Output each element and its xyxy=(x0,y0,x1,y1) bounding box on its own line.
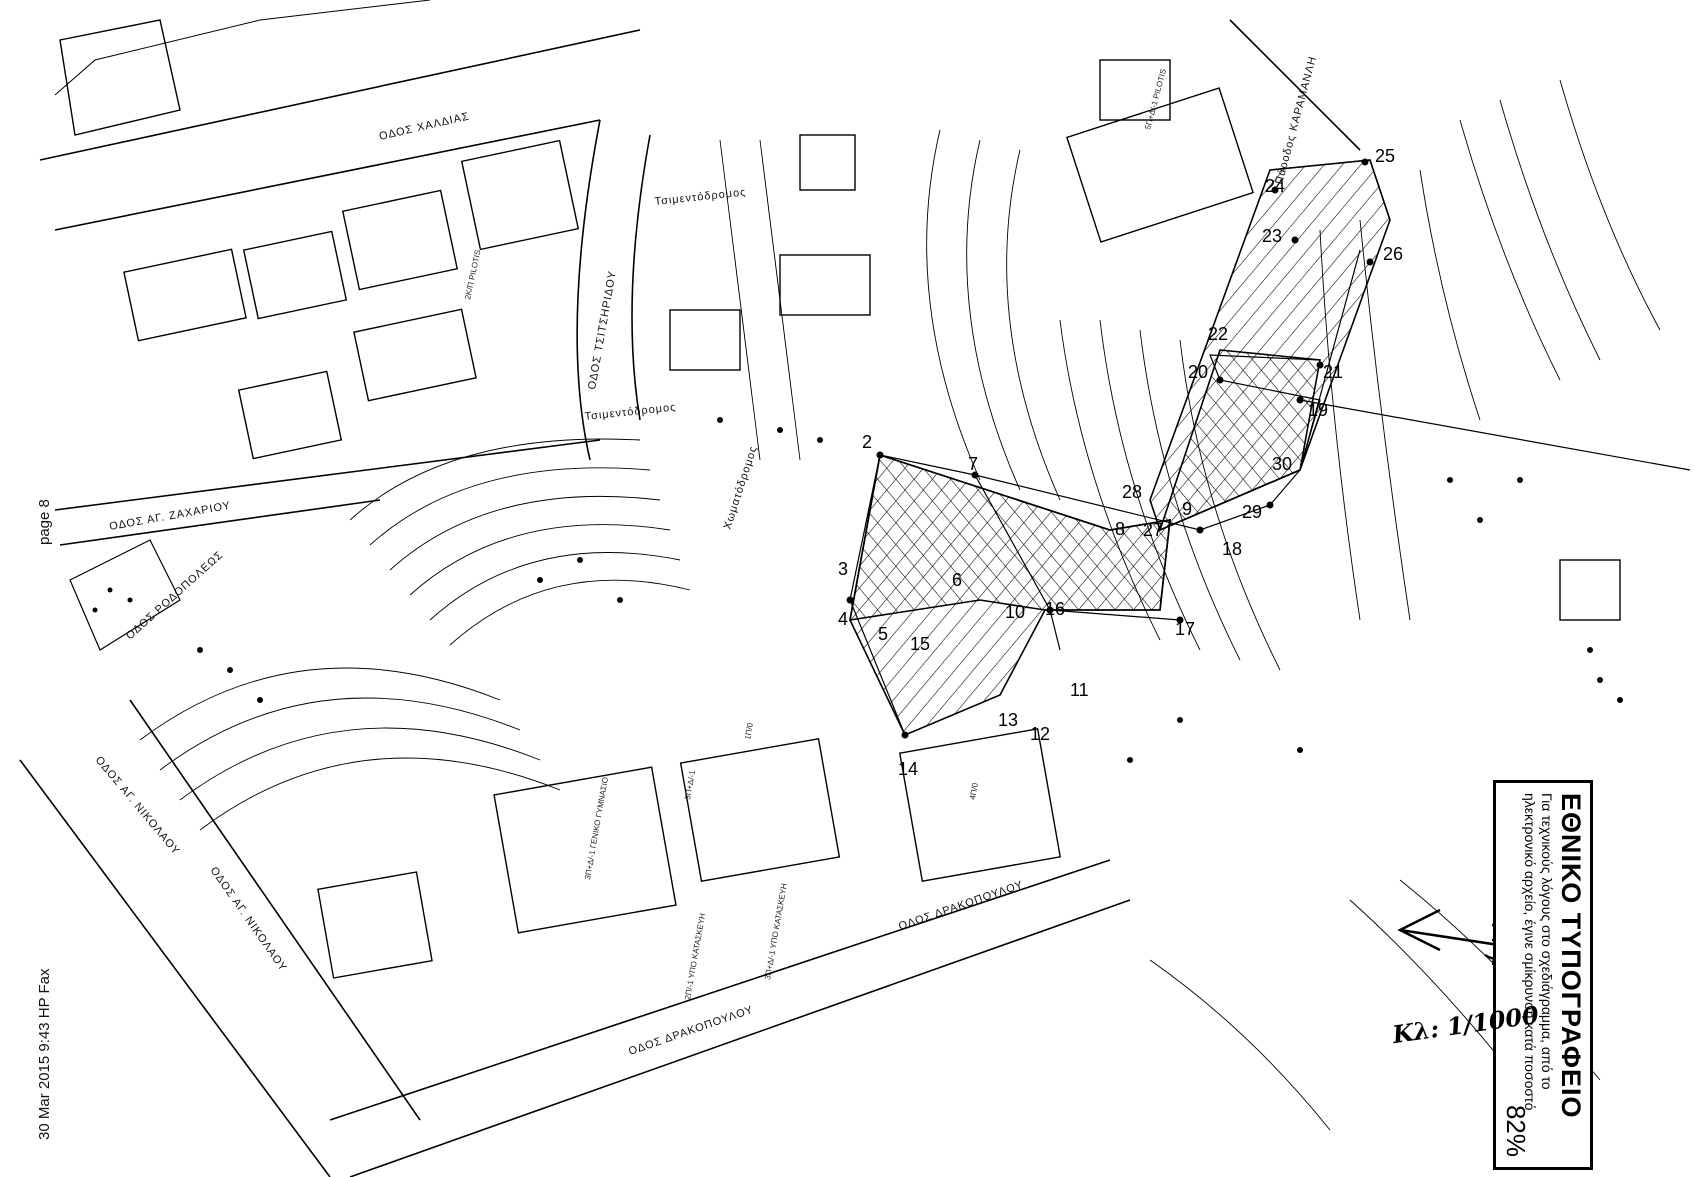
survey-point-markers xyxy=(846,158,1374,739)
building-label: 2Π/-1 ΥΠΟ ΚΑΤΑΣΚΕΥΗ xyxy=(683,912,707,1000)
building-label: 2Κ/Π PILOTIS xyxy=(463,249,482,300)
street-label-drakopoulou-2: ΟΔΟΣ ΔΡΑΚΟΠΟΥΛΟΥ xyxy=(627,1004,755,1058)
street-edge-drakopoulou-south xyxy=(349,899,1131,1177)
survey-point-8: 8 xyxy=(1115,519,1125,539)
survey-point-21: 21 xyxy=(1323,362,1343,382)
building-label: 3Π+Δ/-1 xyxy=(683,769,697,800)
stamp-percent: 82% xyxy=(1501,1104,1531,1157)
street-label-nikolaou-1: ΟΔΟΣ ΑΓ. ΝΙΚΟΛΑΟΥ xyxy=(93,754,182,857)
survey-point-10: 10 xyxy=(1005,602,1025,622)
survey-point-22: 22 xyxy=(1208,324,1228,344)
survey-point-3: 3 xyxy=(838,559,848,579)
vegetation-symbols xyxy=(92,417,1623,763)
building-label: 4Π/0 xyxy=(968,782,980,801)
survey-point-4: 4 xyxy=(838,609,848,629)
typography-office-stamp: ΕΘΝΙΚΟ ΤΥΠΟΓΡΑΦΕΙΟ Για τεχνικούς λόγους … xyxy=(1493,780,1593,1170)
street-network xyxy=(19,19,1361,1177)
street-edge-karamanli xyxy=(1229,19,1361,151)
traffic-island xyxy=(69,539,181,651)
survey-point-24: 24 xyxy=(1265,176,1285,196)
survey-point-28: 28 xyxy=(1122,482,1142,502)
survey-point-30: 30 xyxy=(1272,454,1292,474)
survey-point-5: 5 xyxy=(878,624,888,644)
building-label: 5Π+Δ/-1 PILOTIS xyxy=(1143,68,1168,131)
street-label-tsitsiridou: ΟΔΟΣ ΤΣΙΤΣΗΡΙΔΟΥ xyxy=(586,270,619,391)
survey-point-23: 23 xyxy=(1262,226,1282,246)
map-frame xyxy=(54,0,431,96)
survey-point-12: 12 xyxy=(1030,724,1050,744)
survey-point-6: 6 xyxy=(952,570,962,590)
street-edge-zachariou-north xyxy=(54,439,601,511)
street-label-drakopoulou-1: ΟΔΟΣ ΔΡΑΚΟΠΟΥΛΟΥ xyxy=(897,879,1025,933)
survey-point-9: 9 xyxy=(1182,499,1192,519)
survey-point-13: 13 xyxy=(998,710,1018,730)
street-edge-tsitsiridou-east xyxy=(631,134,651,421)
street-label-chaldias: ΟΔΟΣ ΧΑΛΔΙΑΣ xyxy=(378,110,471,142)
street-edge-zachariou-south xyxy=(59,499,381,546)
street-label-rodopoleos: ΟΔΟΣ ΡΟΔΟΠΟΛΕΩΣ xyxy=(124,549,226,642)
building-label: 1Π/0 xyxy=(743,722,755,741)
fax-page-number: page 8 xyxy=(36,499,53,545)
street-edge-nikolaou-east xyxy=(129,699,421,1121)
stamp-title: ΕΘΝΙΚΟ ΤΥΠΟΓΡΑΦΕΙΟ xyxy=(1556,793,1586,1119)
street-edge-chaldias-south xyxy=(54,119,601,231)
survey-point-19: 19 xyxy=(1308,400,1328,420)
survey-point-2: 2 xyxy=(862,432,872,452)
survey-point-14: 14 xyxy=(898,759,918,779)
survey-point-7: 7 xyxy=(968,454,978,474)
survey-point-20: 20 xyxy=(1188,362,1208,382)
survey-point-17: 17 xyxy=(1175,619,1195,639)
street-edge-tsitsiridou-west xyxy=(576,119,601,461)
building-label: 3Π+Δ/-1 ΥΠΟ ΚΑΤΑΣΚΕΥΗ xyxy=(763,882,789,980)
survey-point-25: 25 xyxy=(1375,146,1395,166)
street-label-cement-road-2: Τσιμεντόδρομος xyxy=(584,401,677,423)
street-label-dirt-road: Χωματόδρομος xyxy=(721,444,759,531)
street-edge-nikolaou-west xyxy=(19,759,331,1177)
survey-point-11: 11 xyxy=(1070,680,1089,700)
stamp-text: Για τεχνικούς λόγους στο σχεδιάγραμμα, α… xyxy=(1522,793,1555,1111)
hatched-areas xyxy=(849,159,1391,737)
street-edge-chaldias-north xyxy=(39,29,641,161)
fax-footer: 30 Mar 2015 9:43 HP Fax xyxy=(36,968,53,1141)
street-label-cement-road-1: Τσιμεντόδρομος xyxy=(654,186,747,208)
survey-point-15: 15 xyxy=(910,634,930,654)
survey-point-29: 29 xyxy=(1242,502,1262,522)
survey-point-27: 27 xyxy=(1143,520,1163,540)
survey-point-labels: 2 3 4 5 6 7 8 9 10 11 12 13 14 15 16 17 … xyxy=(838,146,1403,779)
street-label-nikolaou-2: ΟΔΟΣ ΑΓ. ΝΙΚΟΛΑΟΥ xyxy=(208,865,289,974)
survey-point-16: 16 xyxy=(1045,599,1065,619)
building-label: 3Π+Δ/-1 ΓΕΝΙΚΟ ΓΥΜΝΑΣΙΟ xyxy=(583,776,610,880)
survey-point-26: 26 xyxy=(1383,244,1403,264)
building-footprints xyxy=(59,19,1621,979)
street-edge-drakopoulou-north xyxy=(329,859,1111,1121)
survey-point-18: 18 xyxy=(1222,539,1242,559)
street-label-zachariou: ΟΔΟΣ ΑΓ. ΖΑΧΑΡΙΟΥ xyxy=(108,500,231,533)
